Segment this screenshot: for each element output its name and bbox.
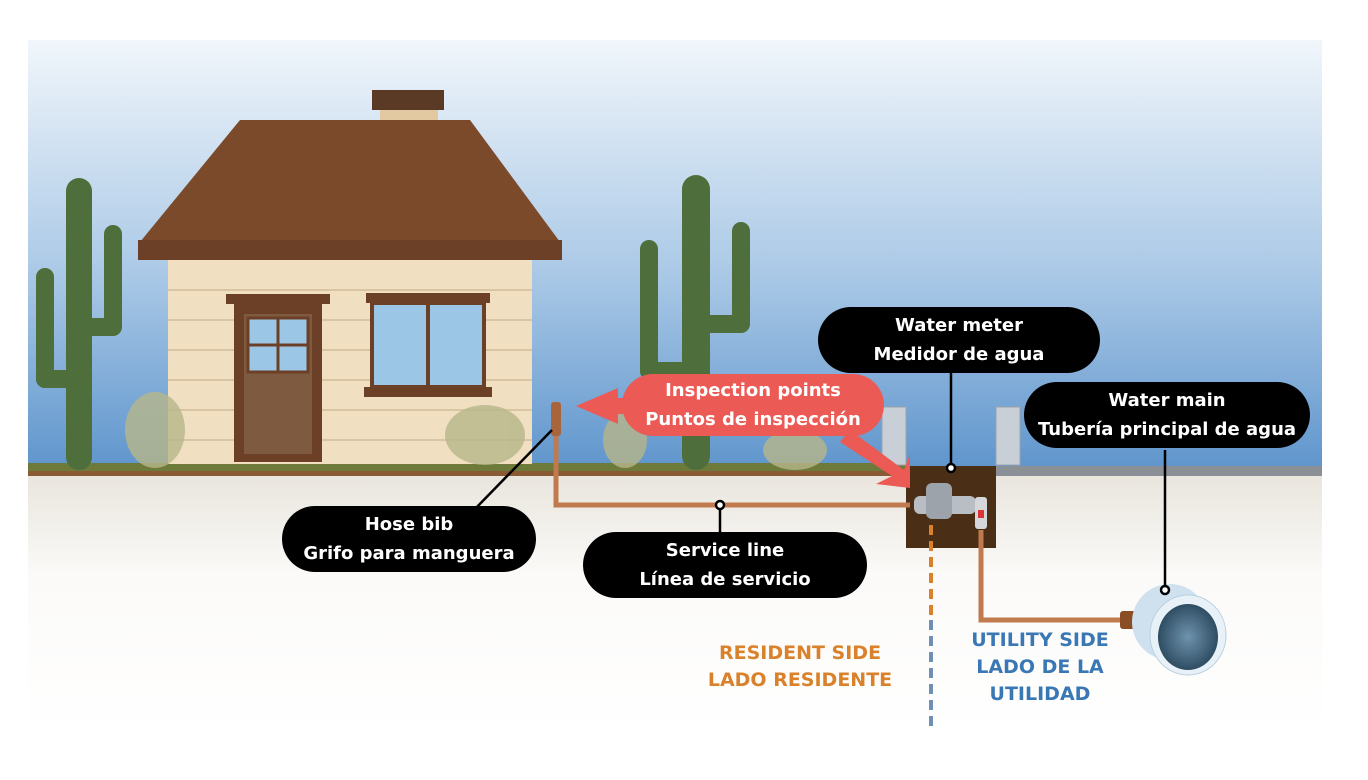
label-es: LADO RESIDENTE (707, 669, 893, 691)
label-line3: UTILIDAD (989, 683, 1091, 705)
label-es: Medidor de agua (873, 344, 1045, 365)
hose-bib-label: Hose bib Grifo para manguera (282, 506, 536, 572)
inspection-arrow-icon (576, 388, 910, 488)
inspection-points-label: Inspection points Puntos de inspección (622, 374, 884, 436)
shrub-icon (125, 392, 827, 470)
water-meter-label: Water meter Medidor de agua (818, 307, 1100, 373)
service-line-pipe (553, 420, 910, 508)
label-es: Tubería principal de agua (1037, 419, 1297, 440)
label-es: Línea de servicio (639, 569, 811, 590)
label-en: Service line (665, 540, 785, 561)
label-en: Inspection points (665, 380, 841, 401)
leader-lines (473, 362, 1171, 596)
grass-strip (28, 463, 908, 472)
cactus-icon (36, 178, 122, 470)
label-line1: UTILITY SIDE (971, 629, 1109, 651)
house-icon (138, 90, 562, 464)
utility-pipe (978, 530, 1135, 623)
resident-side-label: RESIDENT SIDE LADO RESIDENTE (700, 640, 900, 694)
hose-bib-icon (551, 402, 561, 436)
water-meter-icon (914, 483, 987, 529)
water-main-label: Water main Tubería principal de agua (1024, 382, 1310, 448)
label-en: Water main (1108, 390, 1226, 411)
sidewalk (908, 466, 1322, 476)
label-en: Hose bib (364, 514, 454, 535)
label-en: Water meter (895, 315, 1023, 336)
label-en: RESIDENT SIDE (718, 642, 882, 664)
label-line2: LADO DE LA (976, 656, 1104, 678)
service-line-label: Service line Línea de servicio (583, 532, 867, 598)
label-es: Puntos de inspección (645, 409, 861, 430)
label-es: Grifo para manguera (303, 543, 515, 564)
utility-side-label: UTILITY SIDE LADO DE LA UTILIDAD (960, 627, 1120, 708)
water-main-icon (1132, 584, 1227, 676)
ground (28, 470, 1322, 730)
